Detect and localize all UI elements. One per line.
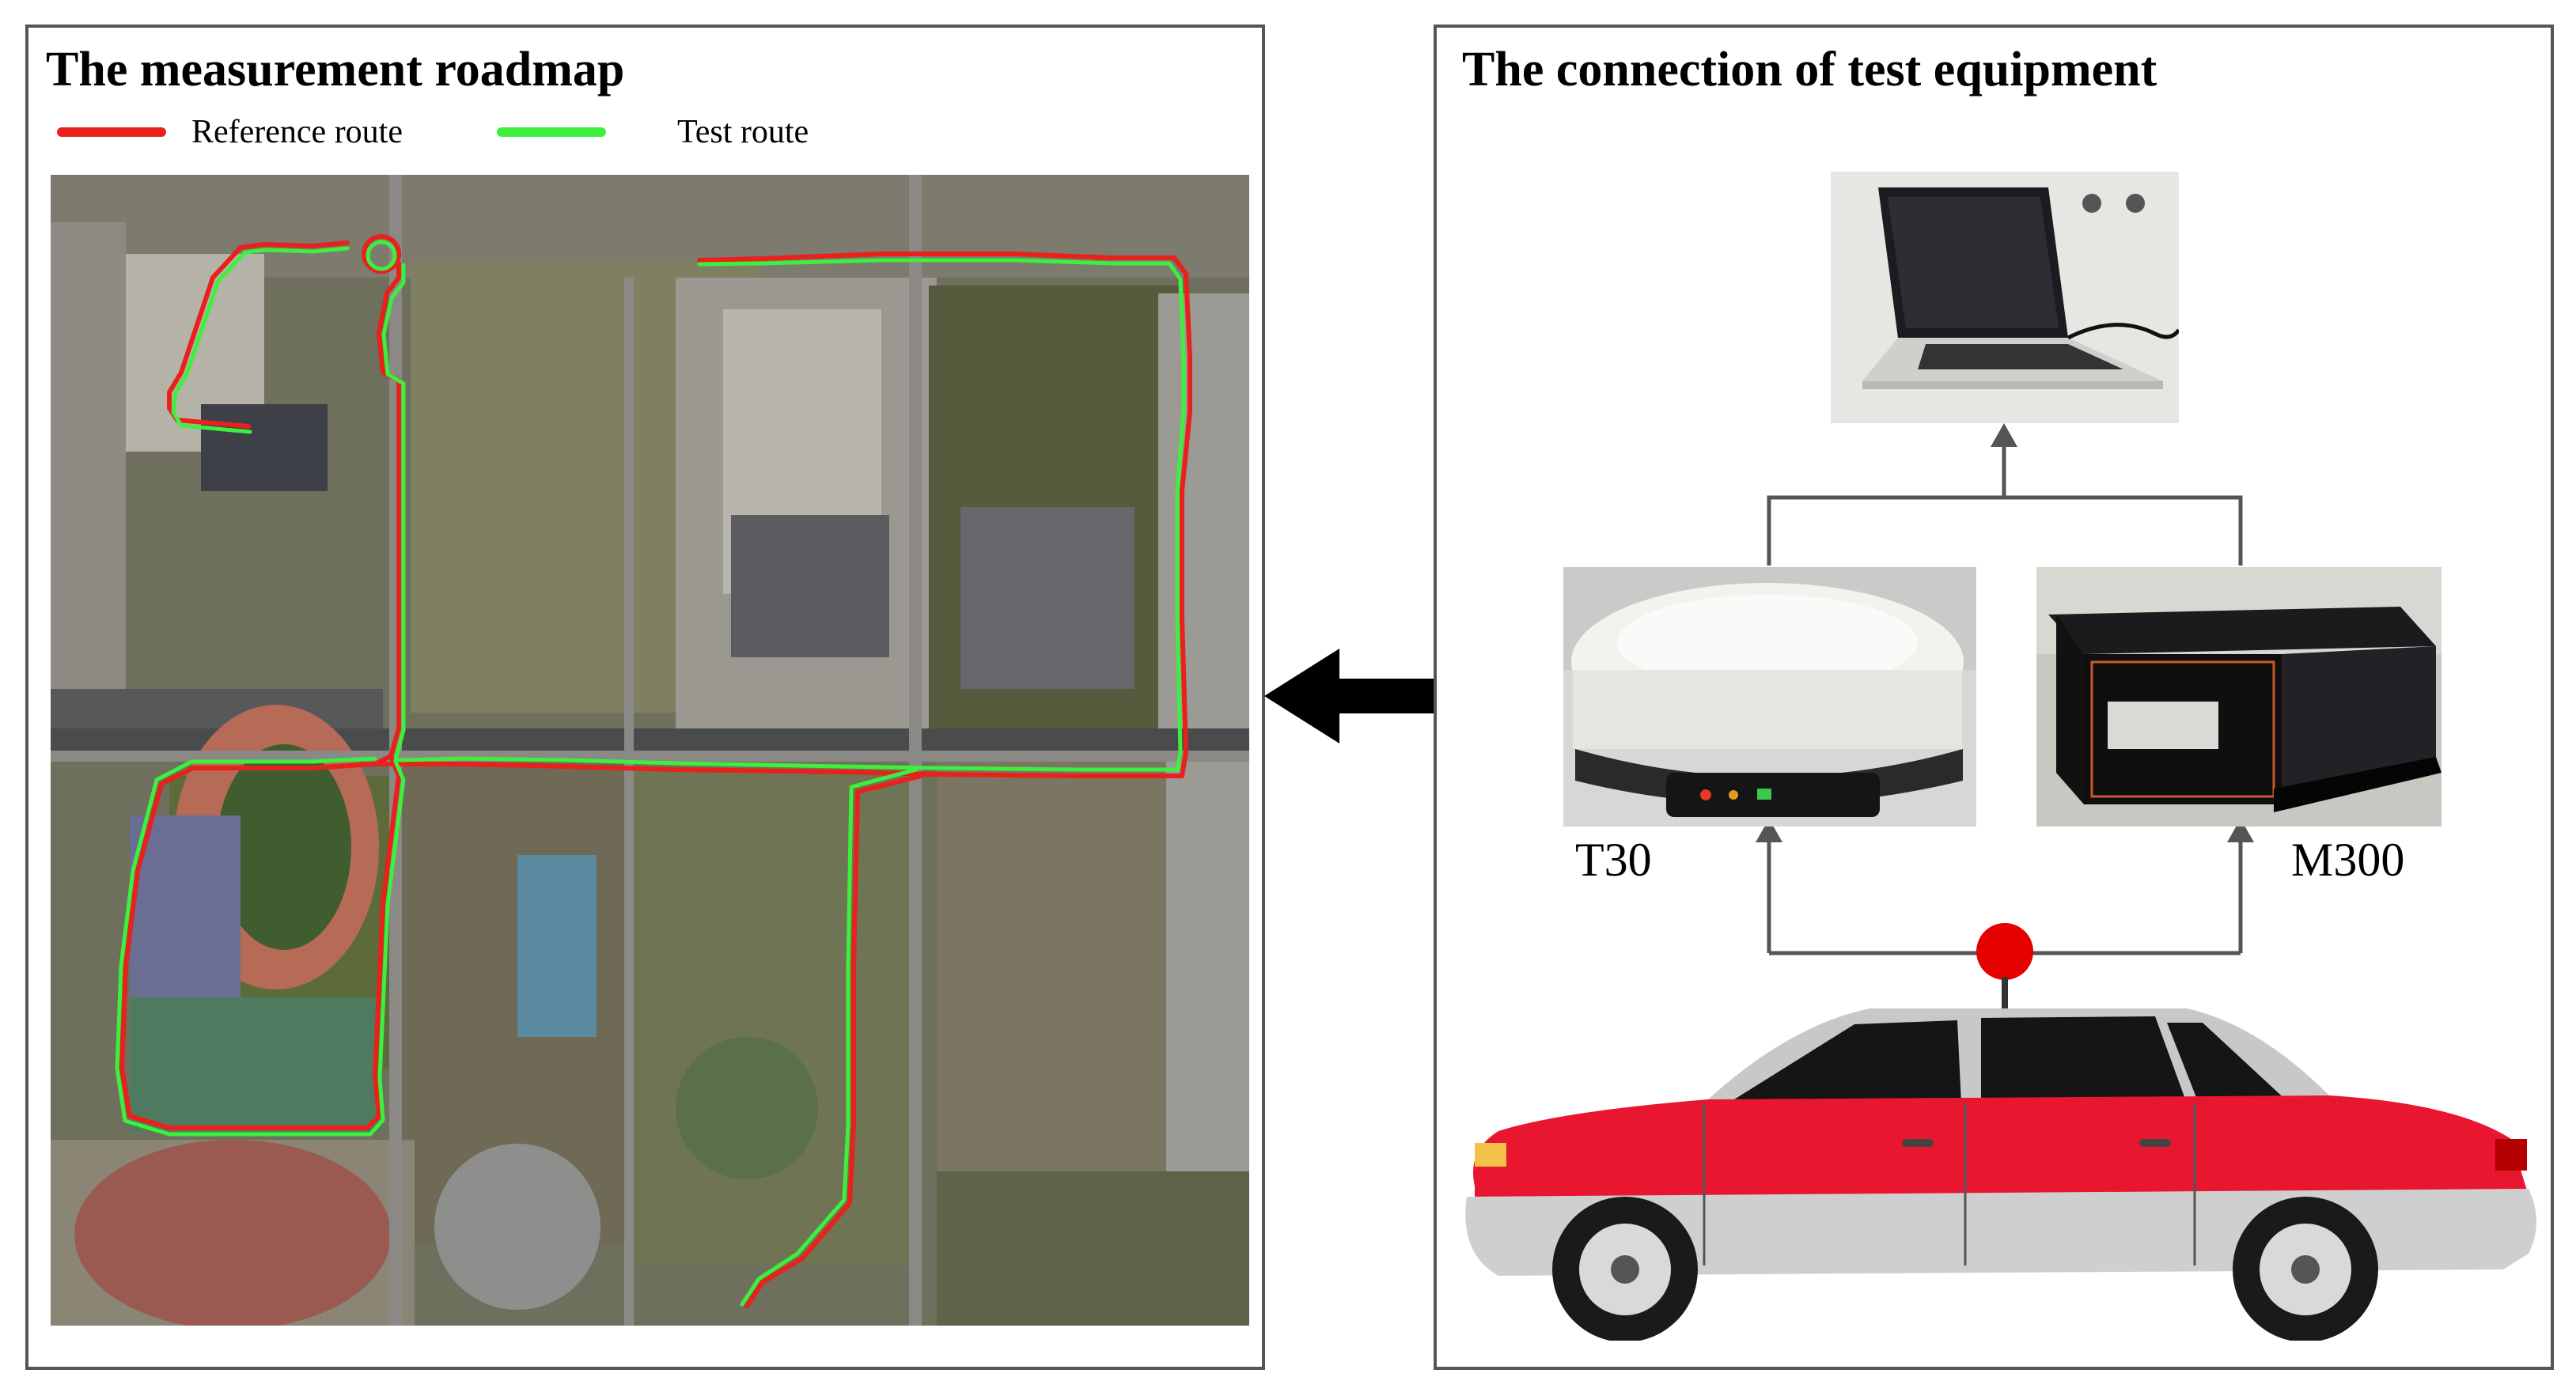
m300-device-icon bbox=[2036, 567, 2442, 827]
reference-route-legend-swatch bbox=[57, 127, 166, 137]
left-arrow-icon bbox=[1264, 649, 1438, 743]
test-route-legend-swatch bbox=[497, 127, 606, 137]
test-route bbox=[115, 240, 1186, 1307]
equipment-panel: The connection of test equipment bbox=[1434, 25, 2554, 1370]
laptop-icon bbox=[1831, 172, 2179, 423]
roadmap-title: The measurement roadmap bbox=[46, 43, 625, 96]
reference-route-legend-label: Reference route bbox=[191, 114, 403, 150]
roadmap-panel: The measurement roadmap Reference route … bbox=[25, 25, 1265, 1370]
equipment-title: The connection of test equipment bbox=[1462, 43, 2157, 96]
antenna-icon bbox=[1976, 923, 2033, 1008]
car-icon bbox=[1465, 1008, 2536, 1341]
t30-receiver-icon bbox=[1563, 567, 1976, 827]
m300-label: M300 bbox=[2291, 834, 2405, 886]
test-route-legend-label: Test route bbox=[677, 114, 809, 150]
satellite-map bbox=[51, 175, 1249, 1326]
t30-label: T30 bbox=[1575, 834, 1652, 886]
